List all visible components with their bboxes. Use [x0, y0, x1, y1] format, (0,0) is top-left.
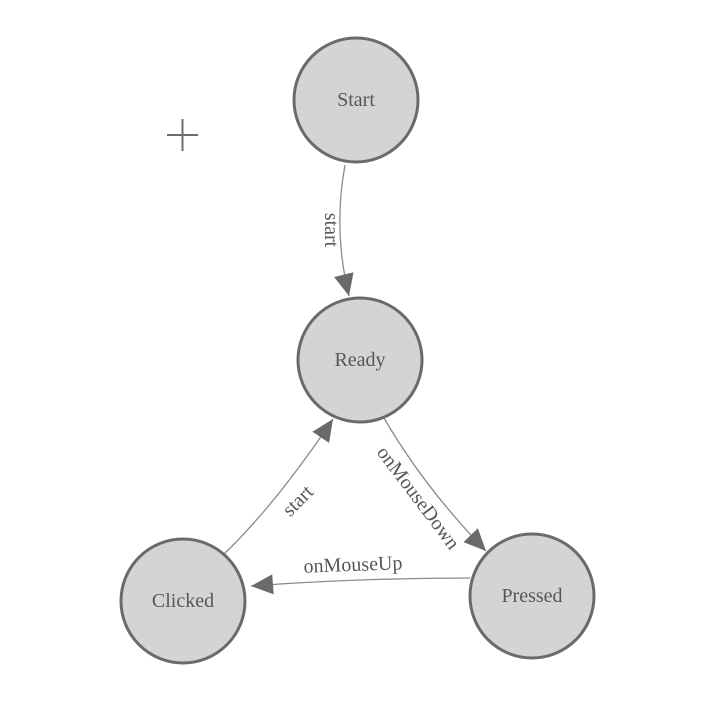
transition-edge-ready-to-pressed[interactable] [383, 417, 487, 552]
state-label-clicked: Clicked [152, 590, 214, 612]
state-node-pressed[interactable]: Pressed [468, 532, 596, 660]
state-node-clicked[interactable]: Clicked [119, 537, 247, 665]
transition-edge-clicked-to-ready[interactable] [223, 418, 334, 555]
transition-edge-pressed-to-clicked[interactable] [250, 574, 471, 595]
state-node-ready[interactable]: Ready [296, 296, 424, 424]
transition-label-start-to-ready: start [320, 213, 342, 248]
state-circle-start[interactable] [292, 36, 420, 164]
state-node-start[interactable]: Start [292, 36, 420, 164]
transition-edge-start-to-ready[interactable] [334, 164, 354, 297]
state-label-pressed: Pressed [501, 585, 562, 607]
state-circle-pressed[interactable] [468, 532, 596, 660]
state-circle-clicked[interactable] [119, 537, 247, 665]
state-label-ready: Ready [334, 349, 385, 371]
transition-label-ready-to-pressed: onMouseDown [372, 442, 464, 554]
state-label-start: Start [337, 89, 375, 111]
origin-crosshair-icon [167, 119, 198, 151]
transition-label-pressed-to-clicked: onMouseUp [303, 552, 403, 577]
state-circle-ready[interactable] [296, 296, 424, 424]
